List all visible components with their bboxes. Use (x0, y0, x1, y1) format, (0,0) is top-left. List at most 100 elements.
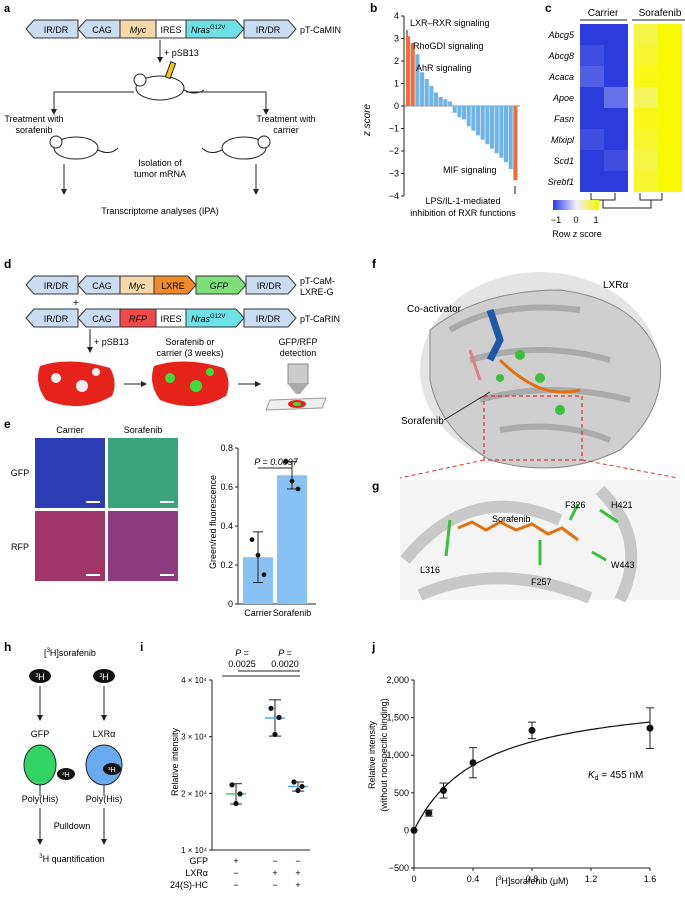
b-bar (429, 85, 434, 106)
e-y-tick-label: 0.4 (220, 521, 233, 531)
panel-h: h [3H]sorafenib 3H 3H GFP LXRα ³H ³H Pol… (4, 640, 123, 864)
e-col-sorafenib: Sorafenib (124, 425, 163, 435)
i-y-tick-label: 1 × 10⁴ (181, 846, 207, 855)
i-sign: + (295, 880, 300, 890)
protein-structure-lxr (420, 272, 662, 469)
c-heat-cell (658, 24, 682, 45)
micrograph-rfp-carrier (35, 511, 105, 581)
c-heat-cell (658, 108, 682, 129)
c-heat-cell (604, 45, 628, 66)
c-heat-cell (604, 66, 628, 87)
c-heat-cell (604, 24, 628, 45)
b-bar (438, 97, 443, 106)
f-lxr-label: LXRα (603, 280, 628, 291)
i-point (295, 787, 301, 794)
i-y-tick-label: 2 × 10⁴ (181, 789, 207, 798)
i-point (276, 714, 282, 721)
panel-g: g F326 H421 Sorafenib L316 F257 W443 (372, 479, 680, 604)
d-plus: + (73, 298, 79, 309)
panel-label-d: d (4, 257, 11, 271)
i-row-label: GFP (189, 856, 208, 866)
nras-box (185, 19, 245, 39)
b-y-tick-label: −1 (389, 124, 399, 134)
b-bar (420, 72, 425, 106)
d2-nras: NrasG12V (191, 314, 225, 324)
c-heat-cell (580, 150, 604, 171)
g-residue-w443: W443 (611, 560, 635, 570)
ir-right (243, 19, 297, 39)
h-polyhis-right: Poly(His) (86, 794, 123, 804)
b-bar (443, 99, 448, 106)
b-ylabel: z score (362, 103, 373, 137)
j-xlabel: [3H]sorafenib (μM) (495, 876, 568, 886)
b-bar (406, 36, 411, 106)
j-point (528, 726, 536, 734)
e-point (261, 572, 267, 578)
b-bar (424, 79, 429, 106)
j-x-tick-label: 0 (411, 874, 416, 884)
mouse-left-icon (49, 135, 119, 160)
b-y-tick-label: 4 (394, 11, 399, 21)
c-group-sorafenib: Sorafenib (639, 8, 682, 19)
c-heat-cell (580, 129, 604, 150)
construct-d2: IR/DR CAG RFP IRES NrasG12V IR/DR pT-CaR… (25, 308, 340, 328)
h-pulldown: Pulldown (54, 821, 91, 831)
d1-cag: CAG (92, 281, 112, 291)
e-row-gfp: GFP (11, 468, 30, 478)
tritium-icon: 3H 3H (29, 669, 115, 683)
i-sign: − (295, 856, 300, 866)
i-row-label: 24(S)-HC (170, 880, 209, 890)
g-sorafenib-label: Sorafenib (492, 514, 531, 524)
svg-text:3H: 3H (35, 672, 44, 682)
zoom-line (581, 459, 679, 479)
d2-ir-right: IR/DR (256, 314, 281, 324)
c-heat-cell (580, 108, 604, 129)
d2-name: pT-CaRIN (300, 314, 340, 324)
cag-label: CAG (92, 25, 112, 35)
d2-ir-left: IR/DR (44, 314, 69, 324)
i-y-tick-label: 4 × 10⁴ (181, 676, 207, 685)
b-bar (504, 106, 509, 163)
b-bar (410, 43, 415, 106)
i-point (229, 782, 235, 788)
c-scale-tick: −1 (551, 215, 561, 225)
c-heat-cell (634, 150, 658, 171)
e-x-tick-label: Carrier (244, 608, 272, 618)
g-residue-l316: L316 (420, 565, 440, 575)
c-heat-cell (580, 87, 604, 108)
svg-text:³H: ³H (62, 772, 69, 779)
ir-left (25, 19, 79, 39)
panel-label-e: e (4, 417, 11, 431)
c-gene-label: Srebf1 (547, 177, 574, 187)
cag-box (77, 19, 121, 39)
e-point (295, 486, 301, 492)
b-bar (485, 106, 490, 145)
panel-label-i: i (140, 640, 143, 654)
c-gene-label: Abcg8 (547, 51, 574, 61)
b-bar (462, 106, 467, 120)
b-bar (466, 106, 471, 127)
construct-name-a: pT-CaMIN (300, 25, 341, 35)
panel-c: c Carrier Sorafenib Abcg5Abcg8AcacaApoeF… (545, 1, 685, 239)
e-col-carrier: Carrier (56, 425, 84, 435)
j-x-tick-label: 1.6 (644, 874, 657, 884)
f-coactivator-label: Co-activator (407, 304, 462, 315)
i-pvalue-2: P =0.0020 (271, 648, 299, 669)
e-pvalue: P = 0.0097 (254, 457, 298, 467)
b-annotation-mif: MIF signaling (443, 165, 497, 175)
h-gfp-label: GFP (31, 729, 50, 739)
liver-gfp-icon (152, 361, 229, 407)
h-polyhis-left: Poly(His) (22, 794, 59, 804)
tritium-bound-icon (103, 763, 121, 775)
b-bar (476, 106, 481, 136)
j-y-tick-label: 0 (404, 825, 409, 835)
b-bar (494, 106, 499, 154)
panel-label-a: a (4, 3, 11, 15)
